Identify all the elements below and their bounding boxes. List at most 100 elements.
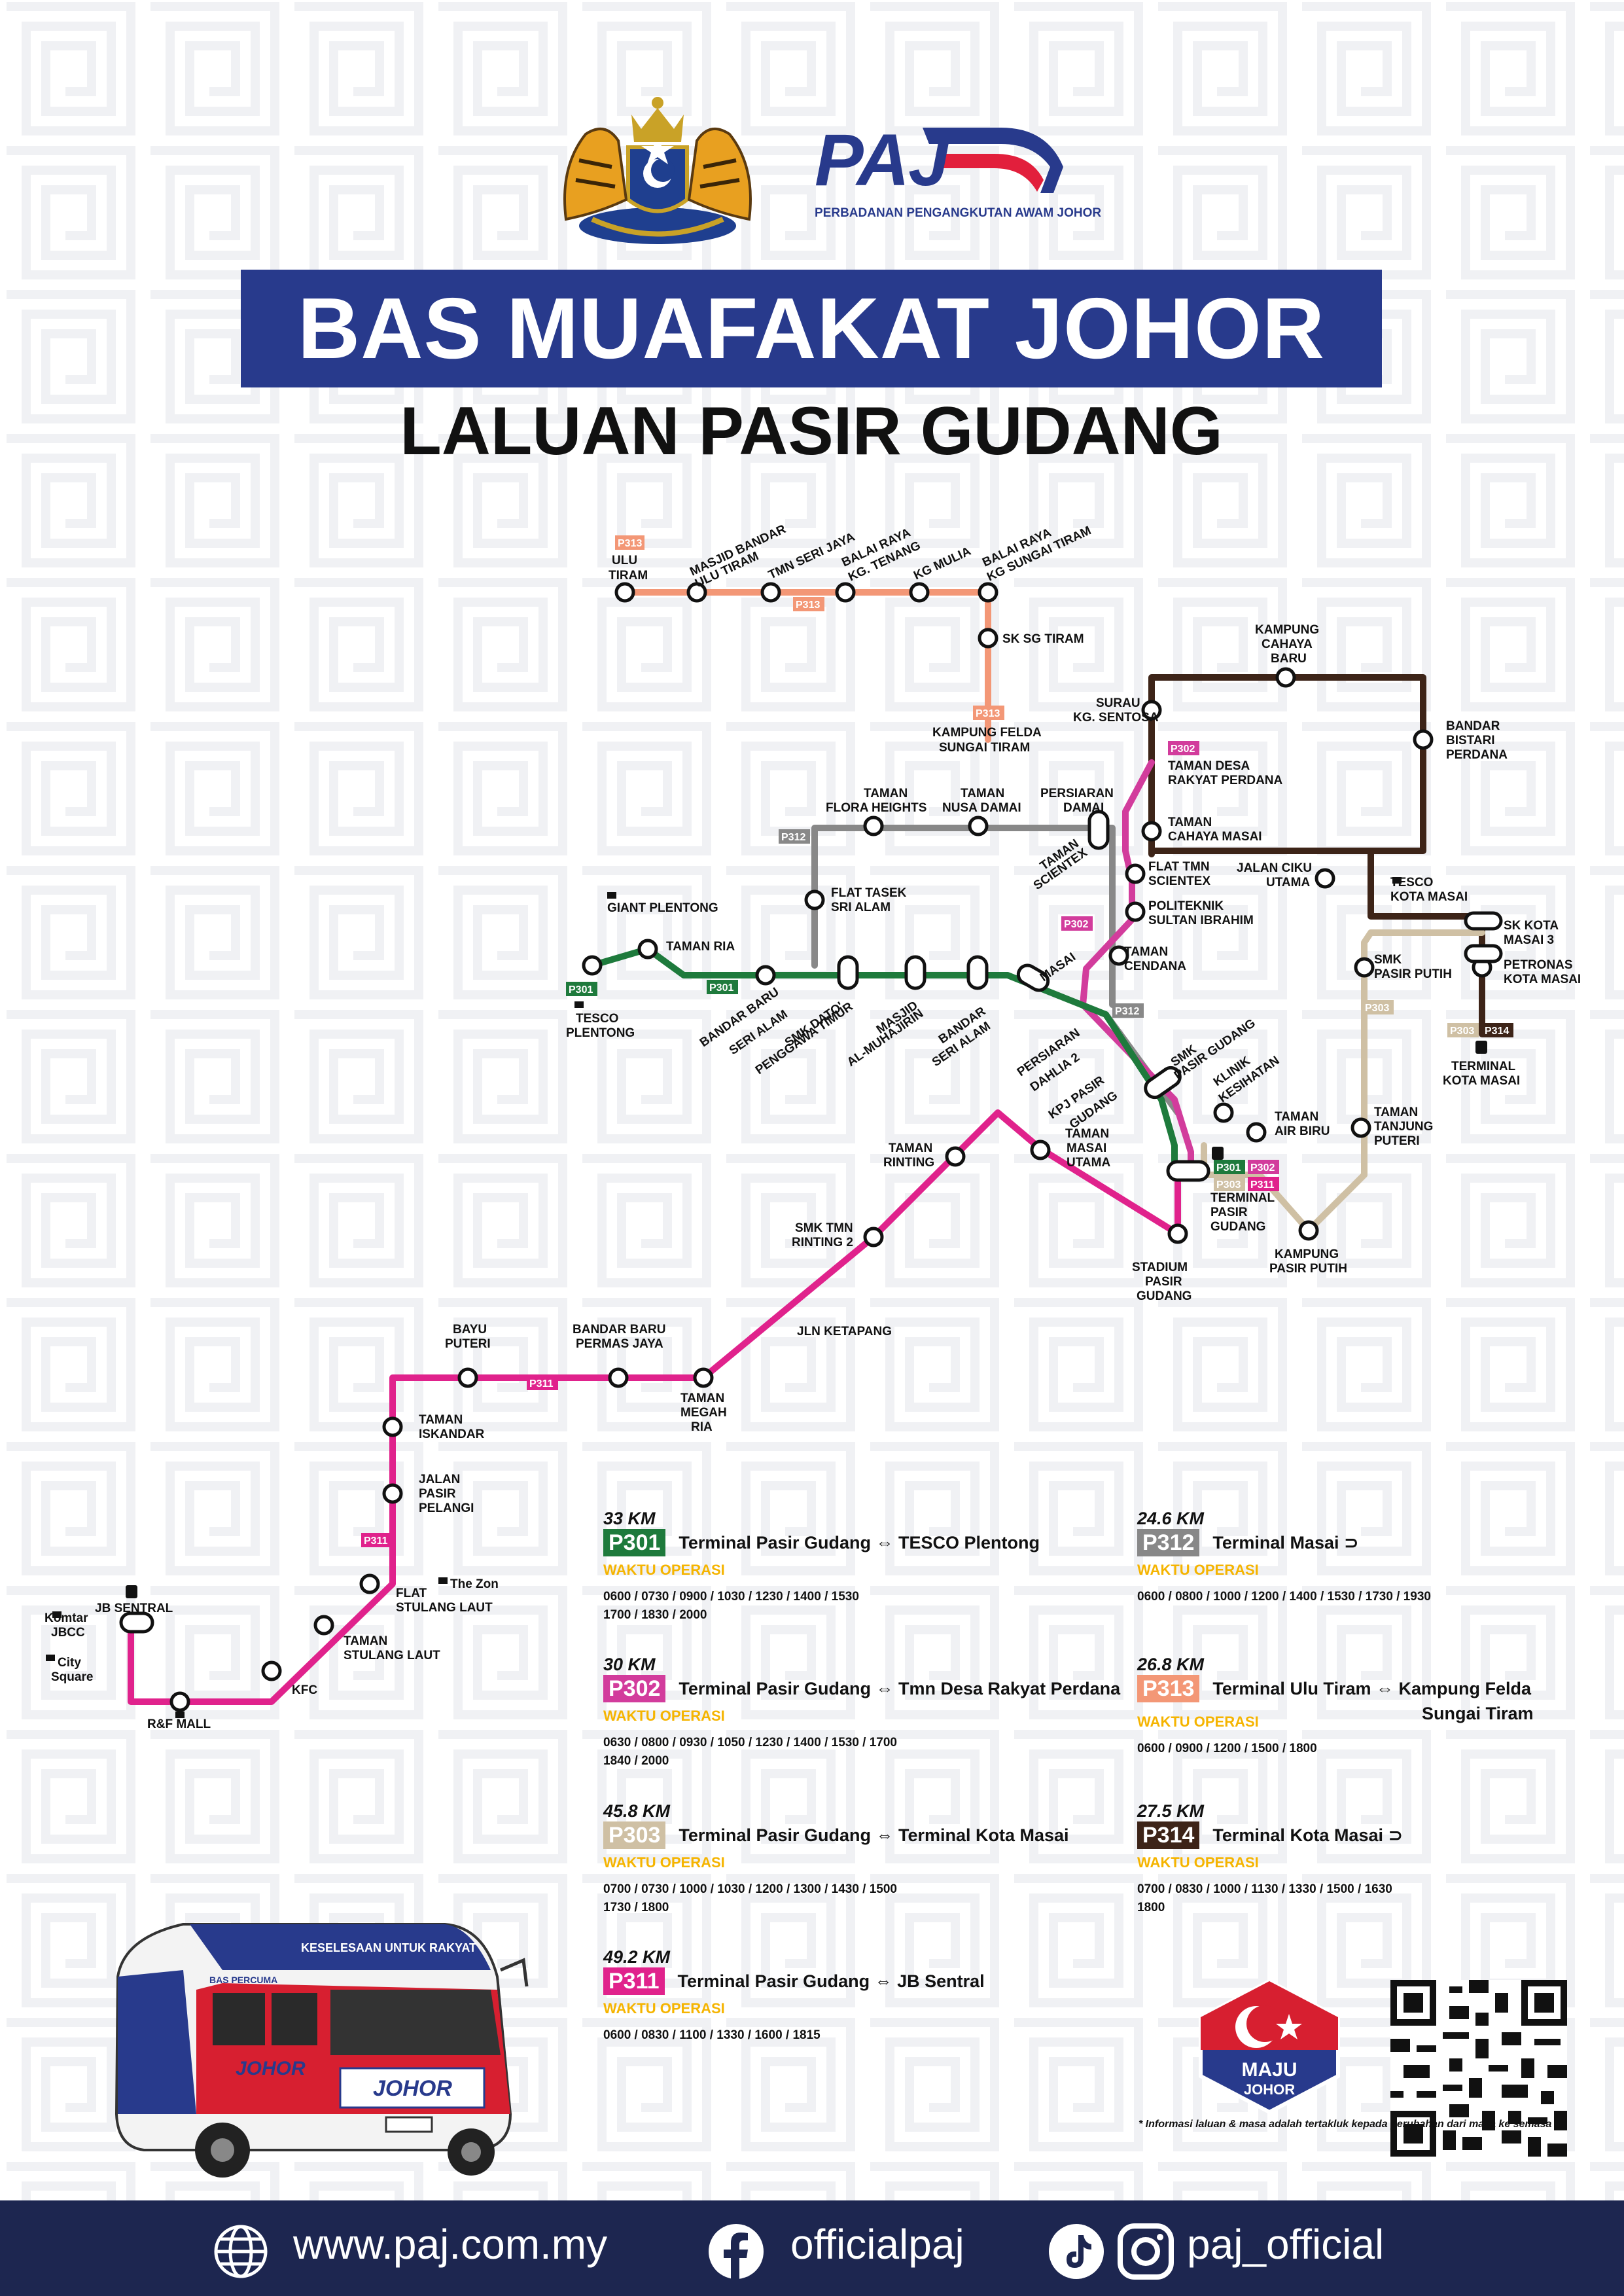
footer-bar — [0, 2200, 1624, 2296]
station-label: KAMPUNG — [1275, 1247, 1339, 1261]
map-marker — [1464, 944, 1503, 963]
station-label: BANDAR BARU — [573, 1323, 666, 1336]
station-marker — [1167, 1223, 1188, 1244]
map-marker — [1248, 1177, 1279, 1191]
station-label: TAMAN — [961, 787, 1004, 800]
paj-logo-subtitle: PERBADANAN PENGANGKUTAN AWAM JOHOR — [815, 206, 1102, 220]
station-marker — [1413, 729, 1434, 750]
qr-code[interactable] — [1390, 1980, 1567, 2157]
station-label: SK SG TIRAM — [1002, 632, 1084, 646]
station-label: JB SENTRAL — [95, 1602, 173, 1615]
station-label: FLAT TASEK — [831, 886, 907, 900]
station-label: PUTERI — [1374, 1134, 1420, 1148]
station-label: TANJUNG — [1374, 1120, 1433, 1134]
svg-text:JOHOR: JOHOR — [236, 2058, 306, 2079]
station-label: SMK — [1374, 953, 1402, 967]
station-label: MASAI 3 — [1504, 933, 1554, 947]
station-label: AL-MUHAJIRIN — [845, 1007, 926, 1069]
route-badge: P311 — [603, 1967, 665, 1995]
station-label: TAMAN — [1168, 816, 1212, 829]
station-label: TAMAN — [1374, 1105, 1418, 1119]
route-tag-label: P303 — [1216, 1179, 1241, 1191]
globe-icon — [214, 2225, 268, 2278]
map-marker — [566, 982, 597, 996]
johor-crest-logo — [563, 97, 752, 244]
svg-text:JOHOR: JOHOR — [1244, 2081, 1295, 2098]
facebook-icon — [709, 2224, 764, 2280]
station-label: FLORA HEIGHTS — [826, 801, 927, 815]
station-label: Square — [51, 1670, 93, 1684]
disclaimer-text: * Informasi laluan & masa adalah tertakl… — [1139, 2119, 1552, 2130]
station-marker — [608, 1367, 629, 1388]
station-label: AIR BIRU — [1275, 1124, 1330, 1138]
website-link[interactable]: www.paj.com.my — [293, 2221, 608, 2268]
station-marker — [760, 582, 781, 603]
svg-text:JOHOR: JOHOR — [373, 2076, 452, 2101]
station-label: BARU — [1271, 652, 1307, 666]
map-marker — [1087, 810, 1110, 850]
station-marker — [1246, 1122, 1267, 1143]
facebook-link[interactable]: officialpaj — [790, 2221, 964, 2268]
map-marker — [1168, 741, 1199, 755]
station-label: SRI ALAM — [831, 901, 891, 914]
route-tag-label: P302 — [1064, 919, 1088, 930]
map-marker — [966, 955, 989, 990]
station-marker — [755, 965, 776, 986]
station-label: JBCC — [51, 1626, 85, 1640]
station-label: PLENTONG — [566, 1026, 635, 1040]
station-label: FLAT TMN — [1148, 860, 1210, 874]
map-marker — [1112, 1003, 1144, 1018]
station-label: MASAI — [1067, 1141, 1106, 1155]
station-label: TAMAN — [1124, 945, 1168, 959]
station-label: PERDANA — [1446, 748, 1508, 762]
route-tag-label: P311 — [529, 1378, 554, 1390]
station-label: RAKYAT PERDANA — [1168, 774, 1283, 787]
station-marker — [1298, 1220, 1319, 1241]
station-label: TAMAN — [680, 1391, 724, 1405]
station-marker — [945, 1146, 966, 1167]
map-marker — [361, 1533, 393, 1547]
station-label: PASIR — [419, 1487, 456, 1501]
social-handle-link[interactable]: paj_official — [1187, 2221, 1385, 2268]
station-label: CENDANA — [1124, 960, 1186, 973]
station-marker — [835, 582, 856, 603]
station-label: The Zon — [450, 1577, 499, 1591]
station-marker — [382, 1416, 403, 1437]
station-label: ULU — [612, 554, 637, 567]
station-marker — [863, 1227, 884, 1247]
station-marker — [313, 1615, 334, 1636]
station-label: UTAMA — [1266, 876, 1310, 889]
station-label: STADIUM — [1132, 1261, 1188, 1274]
station-label: PELANGI — [419, 1501, 474, 1515]
station-marker — [637, 939, 658, 960]
map-marker — [1144, 1066, 1182, 1100]
station-marker — [1275, 667, 1296, 688]
paj-logo-text: PAJ — [815, 119, 949, 201]
station-label: PERSIARAN — [1040, 787, 1114, 800]
route-tag-label: P302 — [1171, 744, 1195, 755]
map-marker — [615, 535, 644, 550]
station-marker — [382, 1483, 403, 1504]
map-marker — [779, 829, 810, 844]
station-label: TAMAN — [1275, 1110, 1318, 1124]
station-label: TERMINAL — [1210, 1191, 1275, 1205]
station-marker — [1354, 957, 1375, 978]
station-label: PASIR PUTIH — [1269, 1262, 1347, 1276]
maju-johor-logo: MAJU JOHOR — [1199, 1979, 1340, 2115]
station-label: KOTA MASAI — [1390, 890, 1468, 904]
station-label: STULANG LAUT — [396, 1601, 493, 1615]
station-label: City — [58, 1656, 81, 1670]
station-label: NUSA DAMAI — [942, 801, 1021, 815]
map-marker — [1248, 1160, 1279, 1174]
route-tag-label: P302 — [1250, 1162, 1275, 1174]
map-marker — [837, 955, 859, 990]
map-marker — [707, 980, 738, 994]
map-marker — [1061, 916, 1093, 931]
station-marker — [978, 628, 998, 649]
station-label: SMK TMN — [795, 1221, 853, 1235]
station-label: PENGGAWA TIMUR — [753, 999, 856, 1077]
station-label: PETRONAS — [1504, 958, 1573, 972]
